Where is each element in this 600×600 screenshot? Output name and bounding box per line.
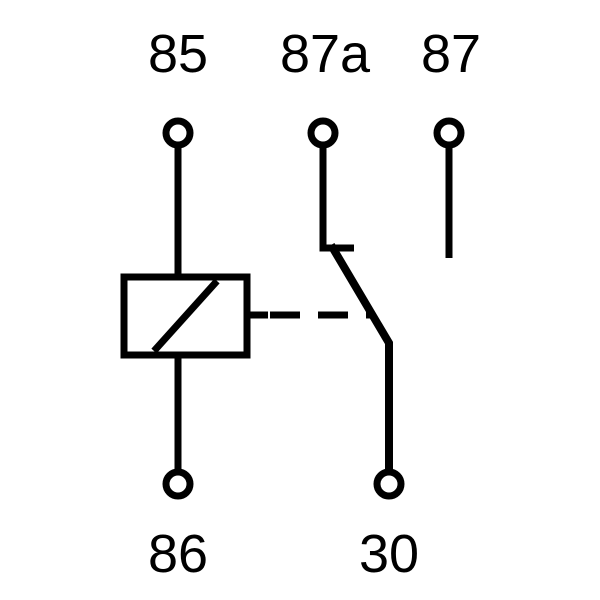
pin-label-87a: 87a: [280, 24, 371, 84]
lead-87a-to-contact: [319, 145, 354, 252]
terminal-87[interactable]: [433, 117, 465, 149]
pin-label-30: 30: [359, 524, 419, 584]
terminal-87a[interactable]: [307, 117, 339, 149]
coil-diagonal-stroke: [151, 278, 220, 354]
pin-label-85: 85: [148, 24, 208, 84]
terminal-85[interactable]: [162, 117, 194, 149]
terminal-86[interactable]: [162, 468, 194, 500]
pin-label-86: 86: [148, 524, 208, 584]
armature-blade[interactable]: [327, 242, 393, 472]
terminal-30[interactable]: [373, 468, 405, 500]
pin-label-87: 87: [421, 24, 481, 84]
